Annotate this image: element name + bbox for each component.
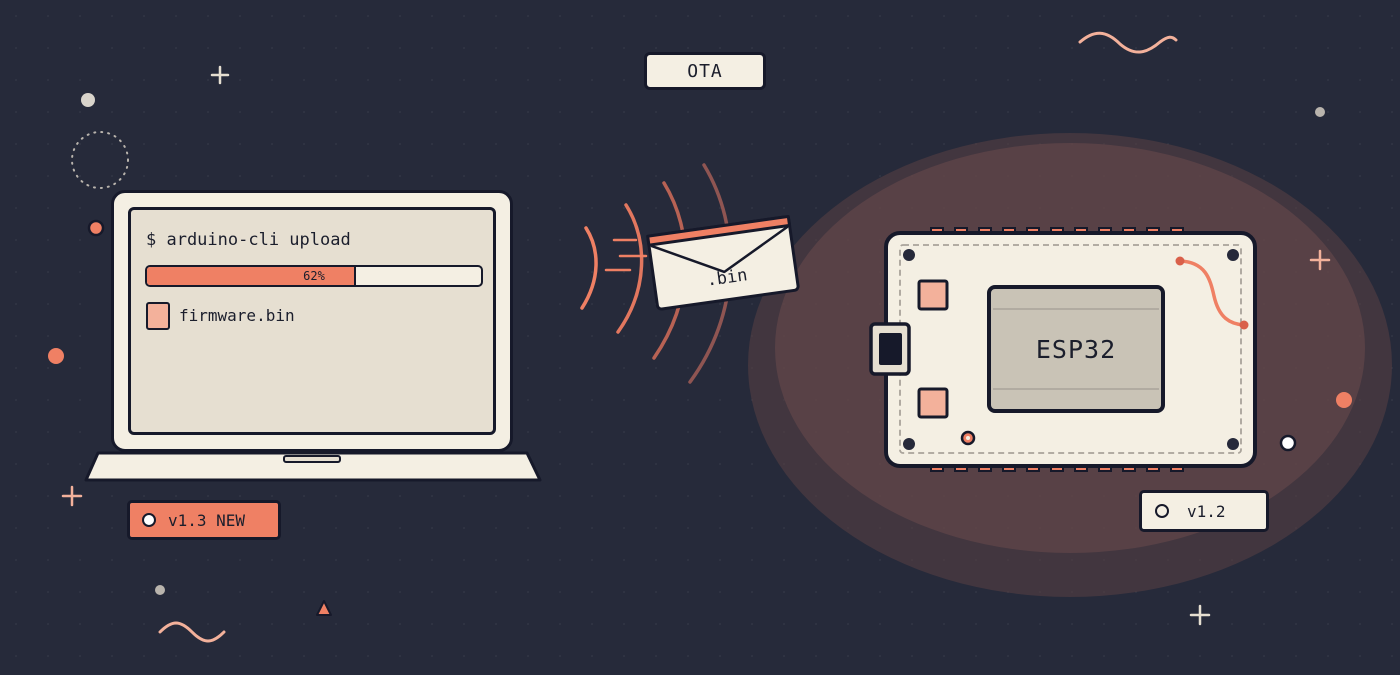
laptop-base xyxy=(84,451,542,482)
upload-progress-label: 62% xyxy=(303,269,325,283)
chip-label: ESP32 xyxy=(1035,334,1117,364)
envelope-icon xyxy=(646,214,800,311)
file-icon xyxy=(146,302,170,330)
dot-icon xyxy=(48,348,64,364)
terminal-command: $ arduino-cli upload xyxy=(146,230,351,250)
chip xyxy=(987,285,1165,413)
dashed-circle-icon xyxy=(71,131,129,189)
esp32-board xyxy=(869,227,1257,472)
ring-dot-icon xyxy=(1279,434,1297,452)
plus-icon xyxy=(61,485,83,507)
upload-progress-fill xyxy=(147,267,357,285)
antenna-icon xyxy=(1178,259,1246,327)
current-version-label: v1.2 xyxy=(1187,501,1226,521)
plus-icon xyxy=(1189,604,1211,626)
button-icon xyxy=(917,279,949,311)
ring-dot-icon xyxy=(87,219,105,237)
terminal-window: $ arduino-cli upload 62% firmware.bin xyxy=(128,207,496,435)
triangle-icon xyxy=(316,600,332,616)
status-dot-icon xyxy=(1155,504,1169,518)
dot-icon xyxy=(155,585,165,595)
plus-icon xyxy=(1309,249,1331,271)
laptop-screen: $ arduino-cli upload 62% firmware.bin xyxy=(111,190,513,452)
decorations xyxy=(48,31,1352,643)
dot-icon xyxy=(81,93,95,107)
laptop-trackpad xyxy=(283,455,341,463)
firmware-file-name: firmware.bin xyxy=(179,306,295,325)
squiggle-icon xyxy=(158,621,226,643)
ota-label: OTA xyxy=(644,52,766,90)
plus-icon xyxy=(210,65,230,85)
current-version-badge: v1.2 xyxy=(1139,490,1269,532)
new-version-label: v1.3 NEW xyxy=(168,510,246,530)
upload-progress-bar: 62% xyxy=(145,265,483,287)
new-version-badge: v1.3 NEW xyxy=(127,500,281,540)
dot-icon xyxy=(1336,392,1352,408)
status-dot-icon xyxy=(142,513,156,527)
squiggle-icon xyxy=(1078,31,1178,54)
button-icon xyxy=(917,387,949,419)
dot-icon xyxy=(1315,107,1325,117)
